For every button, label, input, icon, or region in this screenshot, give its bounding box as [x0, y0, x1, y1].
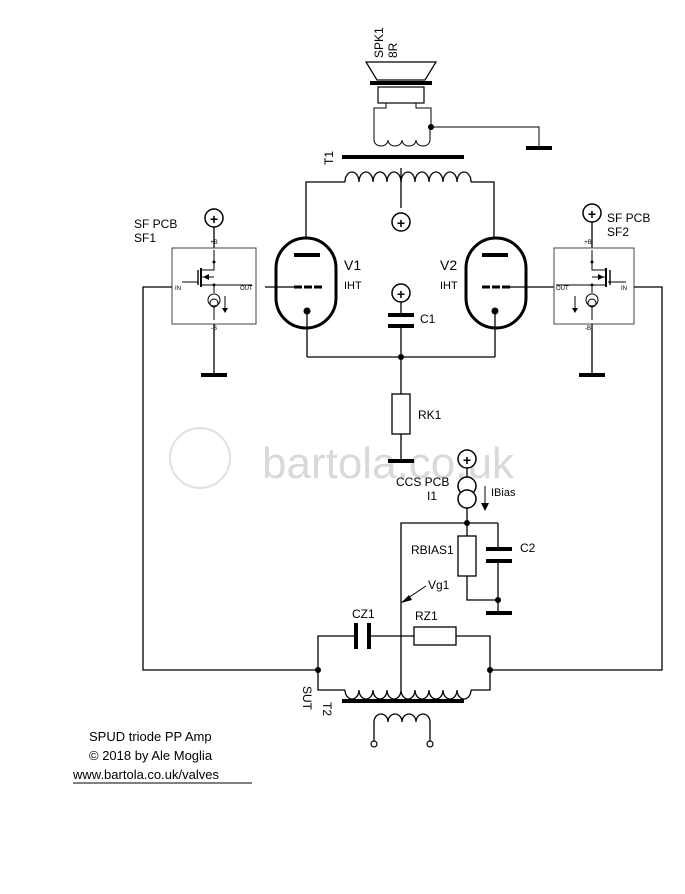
speaker-value: 8R	[386, 42, 400, 58]
sf2-pin-in: IN	[621, 286, 627, 292]
t2-ref: T2	[320, 702, 334, 716]
sf1-ref: SF1	[134, 231, 156, 245]
t1-ref: T1	[322, 151, 336, 165]
t1-ct-supply-symbol: +	[397, 215, 405, 231]
valve-v2: V2 IHT	[440, 236, 554, 357]
sf1-title: SF PCB	[134, 217, 177, 231]
i1-current-label: IBias	[491, 487, 516, 499]
rbias1-ref: RBIAS1	[411, 543, 454, 557]
speaker-ref: SPK1	[372, 27, 386, 58]
v1-ref: V1	[344, 257, 361, 273]
sf2-ref: SF2	[607, 225, 629, 239]
output-transformer-t1: T1 +	[305, 151, 495, 255]
title-block: SPUD triode PP Amp © 2018 by Ale Moglia …	[72, 729, 252, 784]
sf2-pin-neg: -B	[585, 326, 591, 332]
title-line-2: © 2018 by Ale Moglia	[89, 748, 213, 763]
title-line-1: SPUD triode PP Amp	[89, 729, 212, 744]
c1-ref: C1	[420, 312, 436, 326]
c2-ref: C2	[520, 541, 536, 555]
v1-type: IHT	[344, 280, 362, 292]
cathode-network: + C1 RK1	[307, 283, 495, 463]
v2-ref: V2	[440, 257, 457, 273]
source-follower-sf2: SF PCB SF2 + +B OUT IN -B	[553, 203, 650, 377]
title-line-3: www.bartola.co.uk/valves	[72, 767, 219, 782]
i1-ref: I1	[427, 489, 437, 503]
sf2-pin-pos: +B	[584, 240, 592, 246]
vg1-net-label: Vg1	[428, 578, 450, 592]
t2-label: SUT	[300, 686, 314, 711]
sf2-title: SF PCB	[607, 211, 650, 225]
sf1-supply-symbol: +	[210, 211, 218, 227]
rk1-ref: RK1	[418, 408, 442, 422]
sf2-supply-symbol: +	[588, 206, 596, 222]
i1-title: CCS PCB	[396, 475, 449, 489]
source-follower-sf1: SF PCB SF1 + +B IN OUT -B	[134, 208, 257, 377]
cz1-ref: CZ1	[352, 607, 375, 621]
input-transformer-t2: SUT T2	[300, 667, 493, 748]
zobel-network: CZ1 RZ1	[317, 607, 491, 670]
bias-network: + CCS PCB I1 IBias RBIAS1 C2 Vg1	[396, 449, 536, 690]
valve-v1: V1 IHT	[265, 236, 362, 357]
sf1-pin-in: IN	[175, 286, 181, 292]
c1-supply-symbol: +	[397, 286, 405, 302]
sf2-pin-out: OUT	[556, 286, 569, 292]
watermark-text: bartola.co.uk	[262, 439, 515, 488]
input-wiring	[142, 286, 663, 671]
i1-supply-symbol: +	[463, 452, 471, 468]
v2-type: IHT	[440, 280, 458, 292]
sf1-pin-pos: +B	[210, 240, 218, 246]
sf1-pin-out: OUT	[240, 286, 253, 292]
speaker-spk1: SPK1 8R	[364, 27, 552, 150]
rz1-ref: RZ1	[415, 609, 438, 623]
